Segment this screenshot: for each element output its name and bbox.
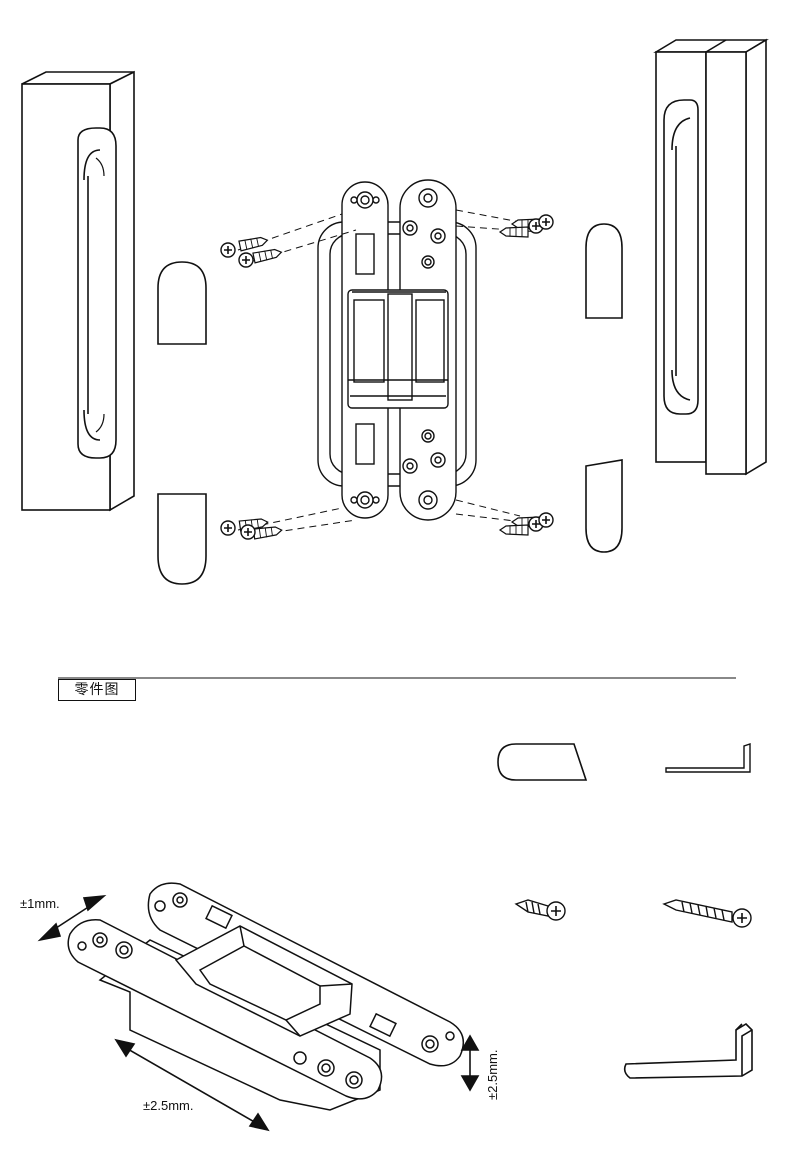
cover-cap-left-bottom <box>157 493 207 585</box>
lateral-adjust-arrow <box>114 1038 270 1132</box>
screws-left-bottom <box>220 516 284 540</box>
screws-left-top <box>220 234 284 268</box>
screws-right-top <box>499 214 554 238</box>
left-frame-block <box>21 70 135 512</box>
right-frame-block <box>653 38 769 476</box>
vertical-adjust-label: ±2.5mm. <box>485 1050 500 1100</box>
part-short-screw <box>514 899 566 921</box>
depth-adjust-label: ±1mm. <box>20 896 60 911</box>
part-cover-cap <box>497 743 588 781</box>
hinge-assembly <box>317 179 477 521</box>
vertical-adjust-arrow <box>460 1034 480 1092</box>
part-large-allen-key <box>623 1022 753 1079</box>
cover-cap-left-top <box>157 261 207 345</box>
depth-adjust-arrow <box>37 894 107 942</box>
part-long-screw <box>662 899 752 928</box>
parts-section-title: 零件图 <box>58 679 136 701</box>
hinge-adjustment-view <box>67 882 465 1111</box>
cover-cap-right-bottom <box>585 459 623 553</box>
screws-right-bottom <box>499 512 554 536</box>
lateral-adjust-label: ±2.5mm. <box>143 1098 193 1113</box>
cover-cap-right-top <box>585 223 623 319</box>
part-small-allen-key <box>665 743 751 773</box>
